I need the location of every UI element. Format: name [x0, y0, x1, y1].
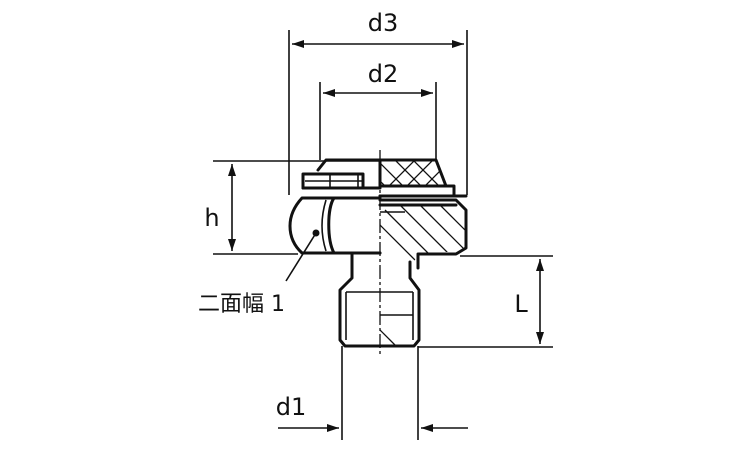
body-section: [378, 198, 468, 270]
hex-nut: [288, 196, 405, 255]
h-label: h: [204, 204, 219, 232]
leader-width-across-flats: [285, 229, 320, 282]
knurled-cap-section: [378, 158, 468, 198]
d2-label: d2: [368, 60, 399, 88]
d1-label: d1: [276, 393, 307, 421]
dimension-d1: d1: [276, 346, 468, 440]
L-label: L: [514, 290, 528, 318]
dimension-d3: d3: [288, 9, 468, 195]
width-across-flats-label: 二面幅 1: [198, 292, 285, 317]
d3-label: d3: [368, 9, 399, 37]
knurled-cap: [301, 158, 382, 199]
dimension-d2: d2: [319, 60, 437, 160]
dimension-L: L: [418, 255, 553, 348]
fitting-part: [285, 150, 468, 356]
